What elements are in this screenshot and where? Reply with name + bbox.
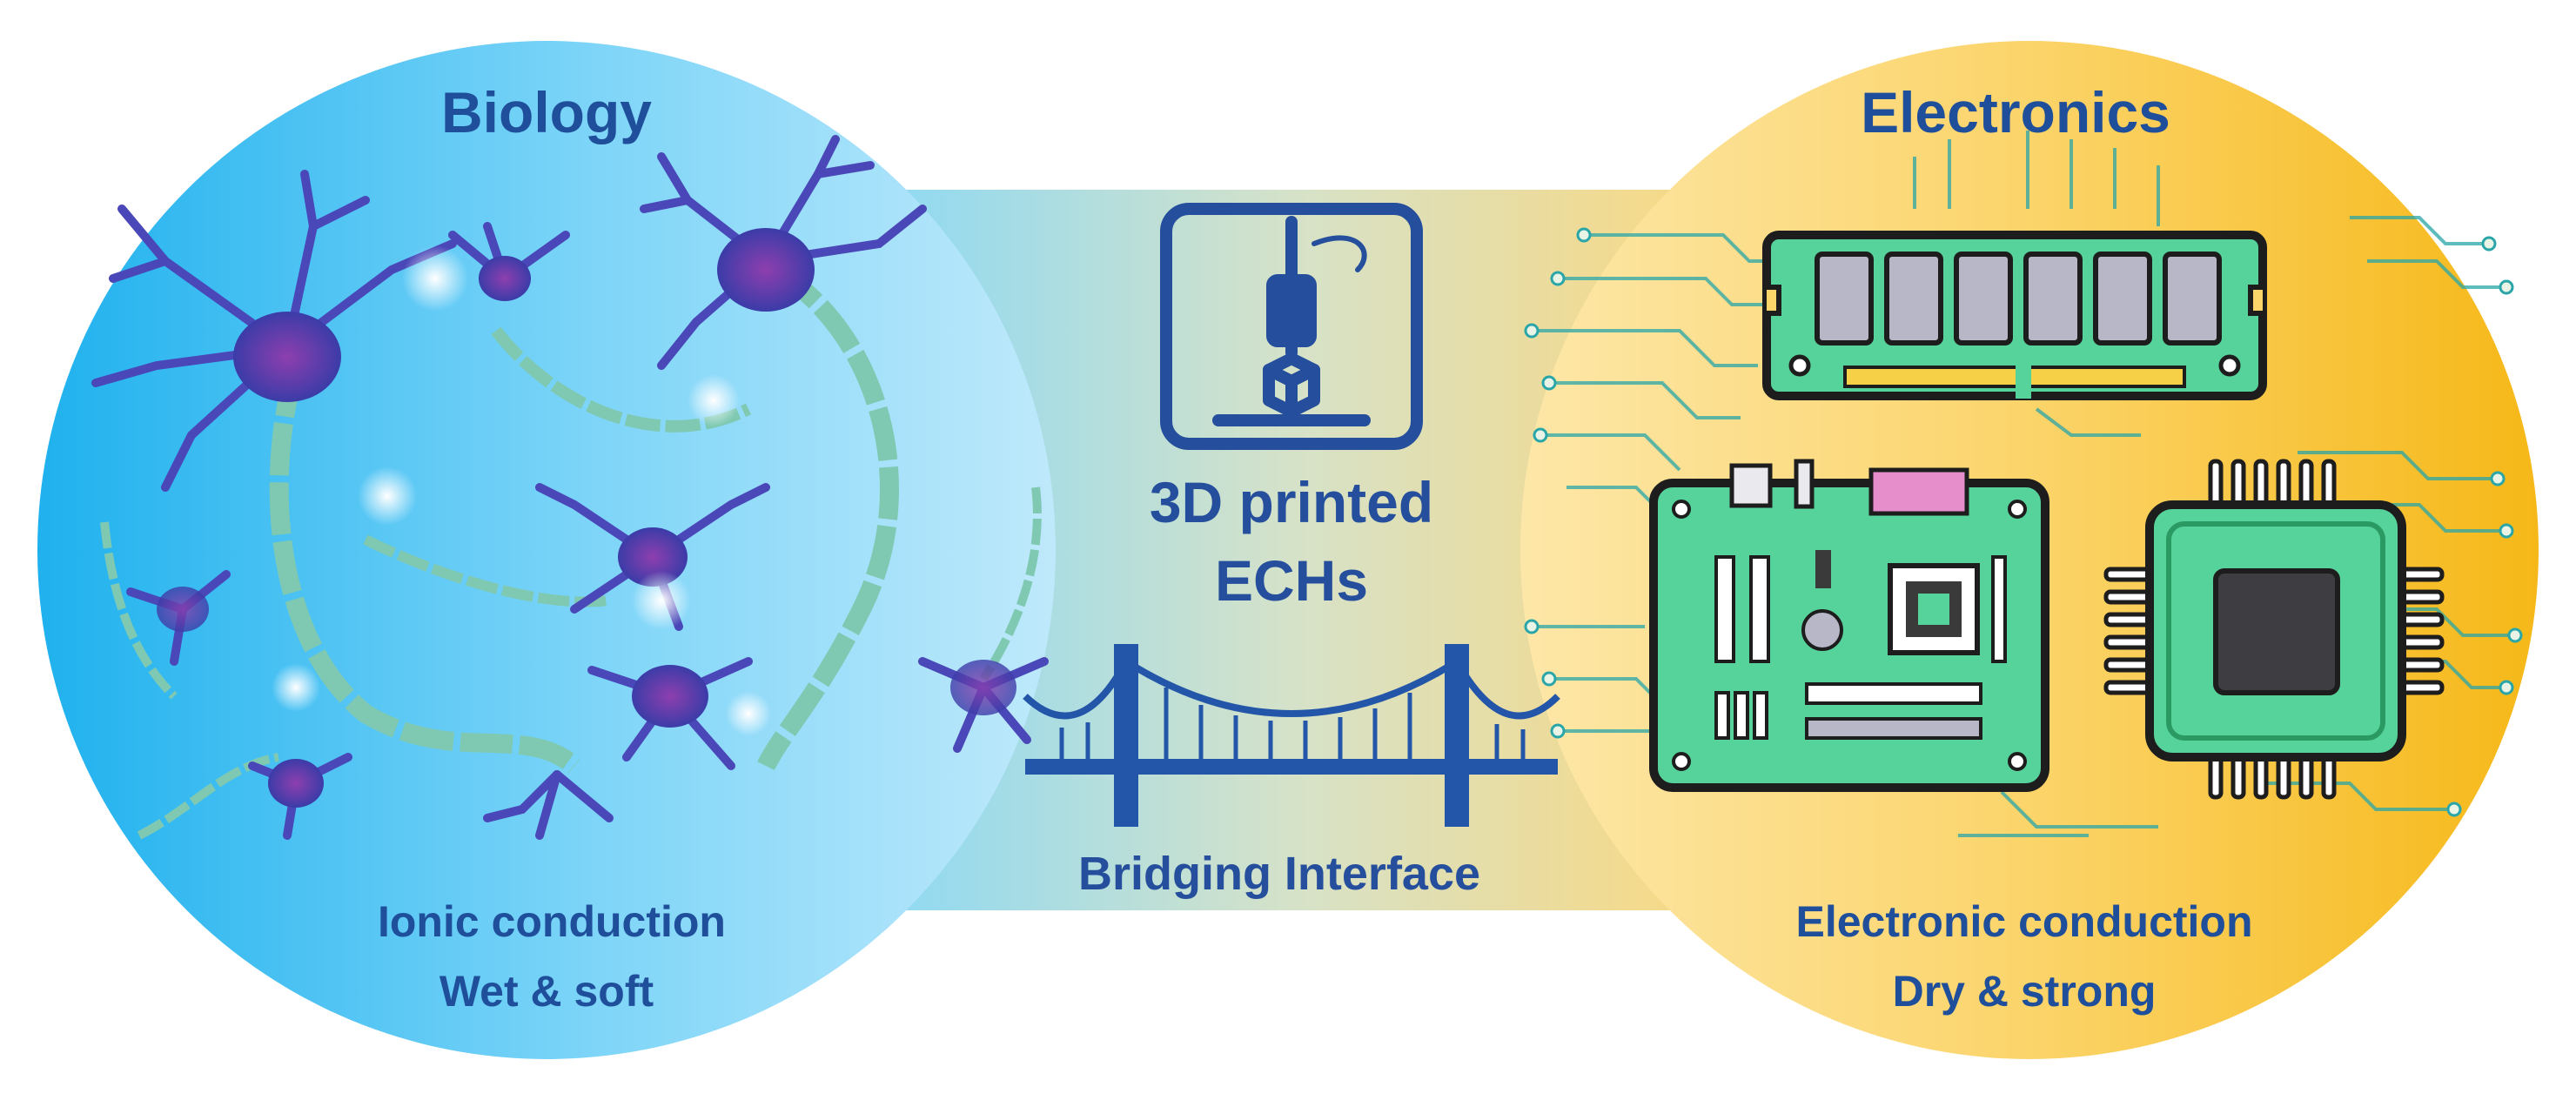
biology-property-1: Ionic conduction	[378, 897, 726, 946]
center-title-line2: ECHs	[1215, 548, 1368, 613]
ram-module-icon	[1762, 231, 2267, 400]
microchip-icon	[2103, 459, 2445, 800]
biology-title: Biology	[441, 80, 652, 144]
electronics-title: Electronics	[1861, 80, 2170, 144]
neuron-icon	[91, 135, 1049, 840]
circuit-traces-icon	[1532, 131, 2515, 837]
electronics-property-1: Electronic conduction	[1795, 897, 2252, 946]
center-title-line1: 3D printed	[1150, 470, 1433, 534]
biology-property-2: Wet & soft	[439, 967, 654, 1016]
3d-printer-icon	[1160, 203, 1423, 450]
labels: Biology Electronics 3D printed ECHs Brid…	[378, 80, 2253, 1016]
bridge-icon	[1023, 644, 1560, 827]
electronics-property-2: Dry & strong	[1893, 967, 2157, 1016]
motherboard-icon	[1649, 459, 2049, 792]
bridge-label: Bridging Interface	[1078, 848, 1480, 900]
circuit-nodes	[1524, 227, 2523, 817]
